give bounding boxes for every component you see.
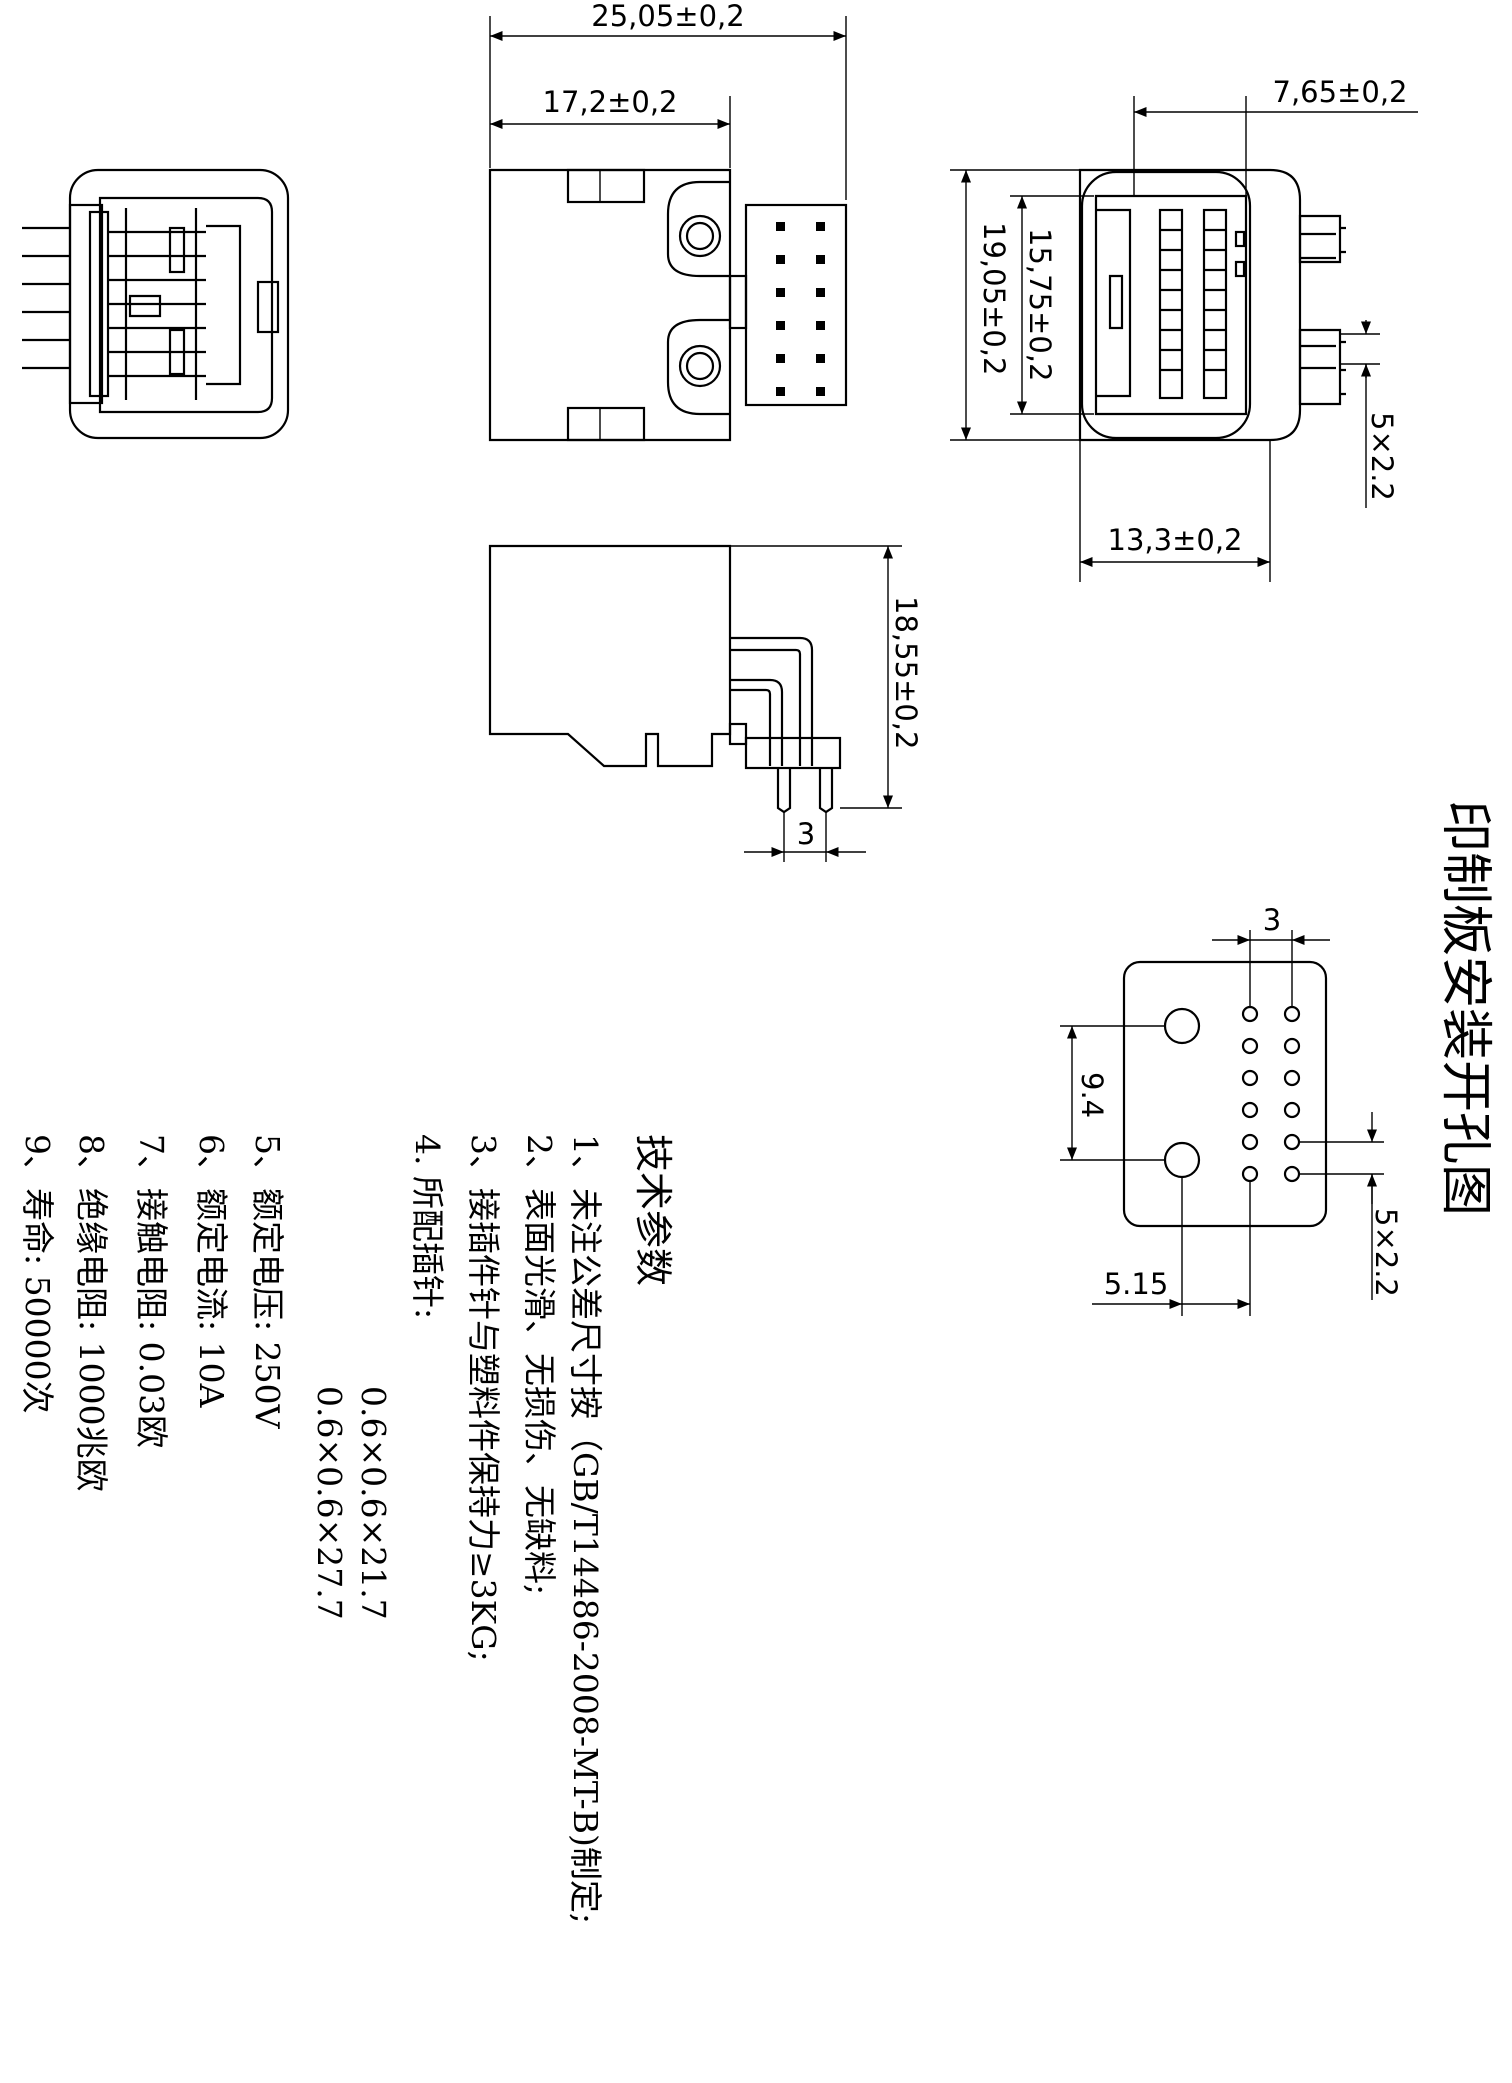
dim-width-body: 17,2±0,2 <box>543 85 678 119</box>
dim-side-pitch: 3 <box>797 817 815 851</box>
spec-item-4a: 0.6×0.6×21.7 <box>354 1386 393 1620</box>
spec-item-9: 9、寿命: 50000次 <box>18 1134 57 1414</box>
pcb-hole-layout: 印制板安装开孔图 3 9.4 5.15 <box>1060 800 1495 1316</box>
pcb-post-offset: 5.15 <box>1104 1267 1169 1301</box>
spec-item-6: 6、额定电流: 10A <box>192 1134 231 1409</box>
dim-height-outer: 19,05±0,2 <box>977 222 1011 375</box>
spec-item-4b: 0.6×0.6×27.7 <box>310 1386 349 1620</box>
dim-front-pitch: 7,65±0,2 <box>1273 75 1408 109</box>
side-view-right-angle: 18,55±0,2 3 <box>488 544 923 862</box>
spec-item-5: 5、额定电压: 250V <box>248 1134 287 1430</box>
tech-specs: 技术参数 1、未注公差尺寸按（GB/T14486-2008-MT-B)制定; 2… <box>18 1134 675 1924</box>
dim-pin-grid-front: 5×2.2 <box>1365 412 1399 501</box>
pcb-posts <box>1163 1007 1201 1179</box>
front-view: 7,65±0,2 19,05±0,2 15,75±0,2 13,3±0,2 5×… <box>950 75 1418 582</box>
dim-height-inner: 15,75±0,2 <box>1023 228 1057 381</box>
specs-heading: 技术参数 <box>631 1134 675 1286</box>
front-contact-columns <box>1158 208 1246 400</box>
dim-side-height: 18,55±0,2 <box>889 596 923 749</box>
dim-front-width: 13,3±0,2 <box>1108 523 1243 557</box>
spec-item-4: 4. 所配插针: <box>408 1134 447 1319</box>
spec-item-7: 7、接触电阻: 0.03欧 <box>132 1134 171 1448</box>
pcb-col-pitch: 3 <box>1263 903 1281 937</box>
top-view-pin-grid <box>776 222 825 396</box>
pcb-layout-title: 印制板安装开孔图 <box>1435 800 1495 1216</box>
dim-width-total: 25,05±0,2 <box>591 0 744 33</box>
pcb-pin-holes <box>1241 1005 1301 1183</box>
spec-item-3: 3、接插件针与塑料件保持力≥3KG; <box>464 1134 503 1662</box>
pcb-pin-grid: 5×2.2 <box>1369 1208 1403 1297</box>
spec-item-8: 8、绝缘电阻: 1000兆欧 <box>72 1134 111 1492</box>
side-view-pins <box>22 168 290 440</box>
spec-item-1: 1、未注公差尺寸按（GB/T14486-2008-MT-B)制定; <box>566 1134 605 1924</box>
top-view: 25,05±0,2 17,2±0,2 <box>488 0 848 442</box>
spec-item-2: 2、表面光滑、无损伤、无缺料; <box>520 1134 559 1595</box>
pcb-post-spacing: 9.4 <box>1075 1072 1109 1118</box>
